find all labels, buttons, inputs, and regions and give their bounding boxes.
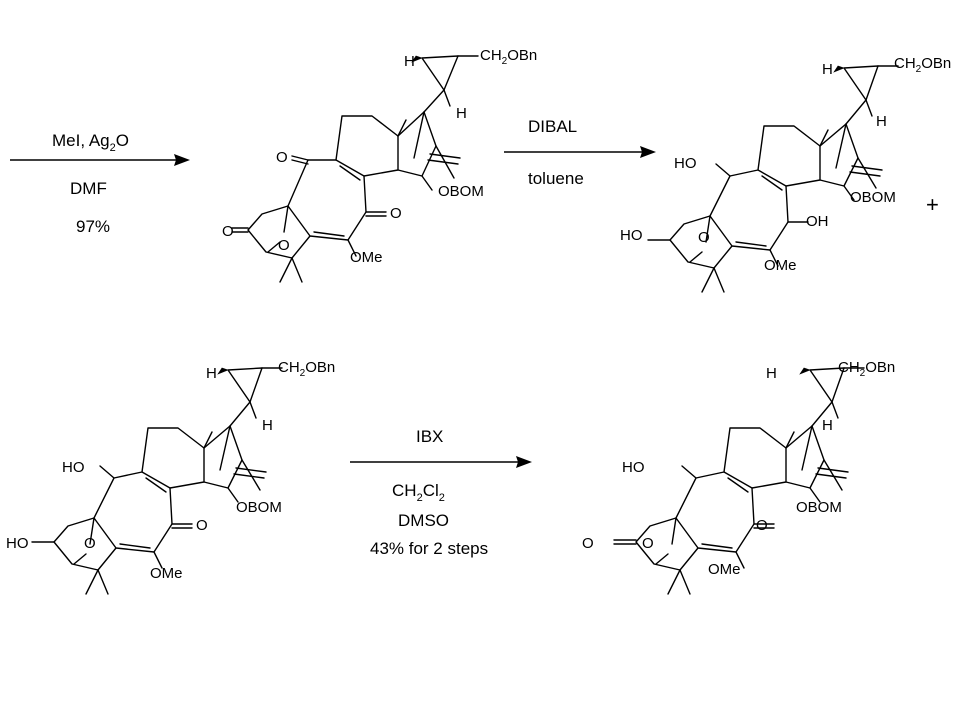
- h-label: H: [766, 365, 777, 382]
- solvent-label: DMSO: [398, 511, 449, 530]
- h-label: H: [876, 113, 887, 130]
- ether-o-label: O: [84, 535, 96, 552]
- ome-label: OMe: [350, 249, 383, 266]
- h-label: H: [456, 105, 467, 122]
- obom-label: OBOM: [438, 183, 484, 200]
- h-label: H: [206, 365, 217, 382]
- plus-sign: +: [926, 192, 939, 217]
- yield-label: 43% for 2 steps: [370, 539, 488, 558]
- h-label: H: [822, 417, 833, 434]
- ome-label: OMe: [150, 565, 183, 582]
- ch2obn-label: CH2OBn: [894, 55, 951, 75]
- ch2obn-label: CH2OBn: [838, 359, 895, 379]
- molecule-3-labels: H CH2OBn H HO O HO O OBOM OMe: [6, 359, 335, 582]
- ketone-o-label: O: [222, 223, 234, 240]
- reagent-label: DIBAL: [528, 117, 577, 136]
- ho-label: HO: [620, 227, 643, 244]
- ether-o-label: O: [278, 237, 290, 254]
- reaction-arrow-1: MeI, Ag2O DMF 97%: [10, 131, 190, 236]
- molecule-1-structure: [231, 55, 479, 283]
- obom-label: OBOM: [796, 499, 842, 516]
- ketone-o-label: O: [276, 149, 288, 166]
- ketone-o-label: O: [582, 535, 594, 552]
- molecule-4-structure: [613, 367, 865, 595]
- molecule-2-labels: H CH2OBn H HO OH HO O OBOM OMe +: [620, 55, 951, 274]
- h-label: H: [404, 53, 415, 70]
- ho-label: HO: [622, 459, 645, 476]
- ketone-o-label: O: [196, 517, 208, 534]
- reagent-mei-ag2o: MeI, Ag2O: [52, 131, 129, 154]
- reagent-label: IBX: [416, 427, 443, 446]
- molecule-4-labels: H CH2OBn H HO O O O OBOM OMe: [582, 359, 895, 578]
- ome-label: OMe: [708, 561, 741, 578]
- solvent-ch2cl2: CH2Cl2: [392, 481, 445, 504]
- solvent-label: DMF: [70, 179, 107, 198]
- oh-label: OH: [806, 213, 829, 230]
- obom-label: OBOM: [236, 499, 282, 516]
- ch2obn-label: CH2OBn: [480, 47, 537, 67]
- ho-label: HO: [674, 155, 697, 172]
- ho-label: HO: [62, 459, 85, 476]
- obom-label: OBOM: [850, 189, 896, 206]
- molecule-3-structure: [31, 367, 283, 595]
- solvent-label: toluene: [528, 169, 584, 188]
- yield-label: 97%: [76, 217, 110, 236]
- ketone-o-label: O: [756, 517, 768, 534]
- h-label: H: [822, 61, 833, 78]
- ketone-o-label: O: [390, 205, 402, 222]
- h-label: H: [262, 417, 273, 434]
- reaction-arrow-3: IBX CH2Cl2 DMSO 43% for 2 steps: [350, 427, 532, 558]
- ho-label: HO: [6, 535, 29, 552]
- ether-o-label: O: [642, 535, 654, 552]
- molecule-1-labels: H CH2OBn H O O O O OBOM OMe: [222, 47, 537, 266]
- ome-label: OMe: [764, 257, 797, 274]
- ch2obn-label: CH2OBn: [278, 359, 335, 379]
- ether-o-label: O: [698, 229, 710, 246]
- reaction-arrow-2: DIBAL toluene: [504, 117, 656, 188]
- molecule-2-structure: [647, 65, 899, 293]
